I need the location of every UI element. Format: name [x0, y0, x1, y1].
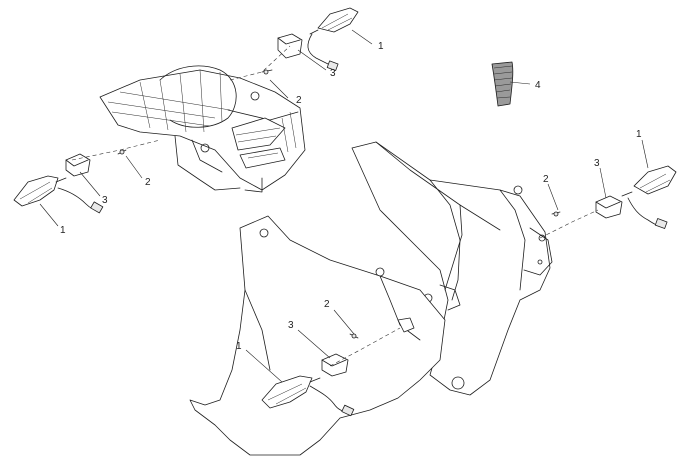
callout-label: 3 — [102, 195, 108, 206]
callout-label: 1 — [636, 129, 642, 140]
right-spacer — [595, 195, 623, 219]
callout-label: 1 — [378, 41, 384, 52]
callout-label: 3 — [594, 158, 600, 169]
upper-indicator — [307, 7, 359, 71]
lower-indicator — [261, 375, 355, 417]
rear-seat-assembly — [99, 65, 306, 193]
lower-screw — [349, 333, 359, 339]
rear-left-indicator — [13, 175, 104, 214]
leader-lines — [39, 29, 649, 383]
side-fairing-panel — [189, 215, 446, 456]
hose-part — [491, 61, 514, 107]
callout-label: 2 — [296, 95, 302, 106]
right-indicator — [621, 165, 677, 229]
callout-label: 3 — [288, 320, 294, 331]
callout-label: 3 — [330, 68, 336, 79]
upper-screw — [261, 69, 273, 75]
callout-label: 2 — [543, 174, 549, 185]
callout-label: 1 — [236, 341, 242, 352]
front-fairing — [351, 141, 553, 396]
rear-left-screw — [117, 149, 127, 155]
right-screw — [551, 211, 561, 217]
callout-label: 1 — [60, 225, 66, 236]
callout-labels: 1 2 3 4 2 3 1 1 2 3 2 3 1 — [60, 41, 642, 352]
rear-left-spacer — [65, 153, 91, 177]
lower-spacer — [321, 353, 349, 377]
callout-label: 2 — [145, 177, 151, 188]
callout-label: 4 — [535, 80, 541, 91]
callout-label: 2 — [324, 299, 330, 310]
